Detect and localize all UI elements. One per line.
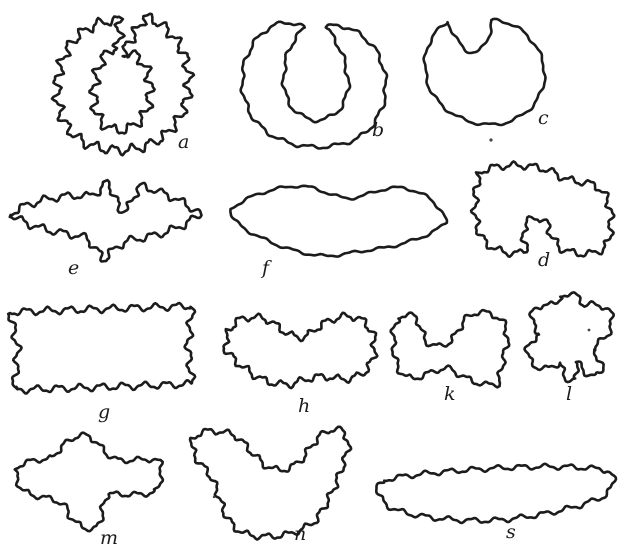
speck [213, 496, 215, 498]
label-k: k [444, 383, 456, 405]
label-l: l [566, 383, 572, 405]
label-a: a [178, 131, 189, 153]
shape-m [15, 433, 163, 532]
speck [588, 329, 591, 332]
shape-c [424, 19, 546, 125]
shape-g [8, 303, 195, 394]
shape-e [10, 180, 202, 261]
shape-a [52, 14, 194, 156]
shape-h [224, 313, 378, 388]
label-m: m [100, 527, 118, 545]
shape-s [376, 464, 616, 523]
label-h: h [298, 395, 310, 417]
speck [489, 138, 492, 141]
label-f: f [260, 257, 272, 279]
label-d: d [538, 249, 550, 271]
label-n: n [294, 523, 306, 545]
shape-n [190, 427, 351, 540]
label-s: s [506, 521, 516, 543]
shape-b [241, 22, 387, 149]
label-b: b [372, 119, 384, 141]
shape-k [391, 310, 510, 387]
shape-f [230, 186, 447, 257]
label-g: g [98, 401, 110, 423]
label-c: c [538, 107, 549, 129]
label-e: e [68, 257, 79, 279]
shape-l [525, 292, 614, 382]
shape-d [471, 161, 614, 256]
